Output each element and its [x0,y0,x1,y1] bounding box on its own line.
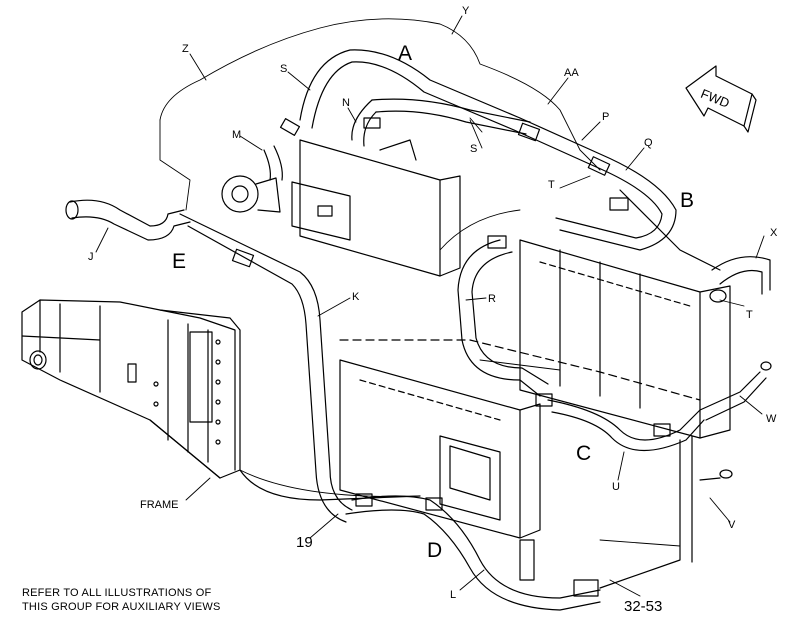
note-line-1: REFER TO ALL ILLUSTRATIONS OF [22,587,212,599]
wire-harness [159,18,681,547]
callout-j: J [88,251,94,263]
callout-r: R [488,293,496,305]
callout-w: W [766,413,777,425]
page-reference: 32-53 [624,598,663,615]
callout-d: D [427,539,442,562]
callout-n: N [342,97,350,109]
callout-k: K [352,291,360,303]
lower-center-box [339,359,541,539]
callout-aa: AA [564,67,579,79]
auxiliary-views-note: REFER TO ALL ILLUSTRATIONS OF THIS GROUP… [22,586,221,614]
hose-k [179,213,353,523]
callout-m: M [232,129,241,141]
note-line-2: THIS GROUP FOR AUXILIARY VIEWS [22,601,221,613]
callout-u: U [612,481,620,493]
callout-p: P [602,111,609,123]
hose-clamps [231,117,671,597]
item-number: 19 [296,534,313,551]
callout-labels: A B C D E Y Z AA S N M P Q S T X J K R T… [88,5,778,601]
hose-x [709,256,771,303]
hose-j [65,199,191,241]
right-cooler-box [519,239,731,439]
callout-s-lower: S [470,143,477,155]
callout-a: A [398,42,412,65]
callout-z: Z [182,43,189,55]
callout-s-upper: S [280,63,287,75]
fwd-label: FWD [699,86,732,111]
hose-b [513,117,721,271]
hose-a [299,49,531,147]
frame-rail [21,299,421,501]
callout-y: Y [462,5,470,17]
callout-x: X [770,227,778,239]
leader-lines [95,15,765,597]
pump-m [221,145,283,213]
callout-e: E [172,250,186,273]
hose-r [457,239,549,397]
callout-c: C [576,442,591,465]
callout-t-lower: T [746,309,753,321]
callout-b: B [680,189,694,212]
callout-t-upper: T [548,179,555,191]
upper-tank [291,139,461,277]
fwd-arrow-icon [685,65,757,133]
callout-q: Q [644,137,653,149]
callout-l: L [450,589,456,601]
callout-v: V [728,519,736,531]
hose-v [599,361,772,589]
frame-label: FRAME [140,499,179,511]
